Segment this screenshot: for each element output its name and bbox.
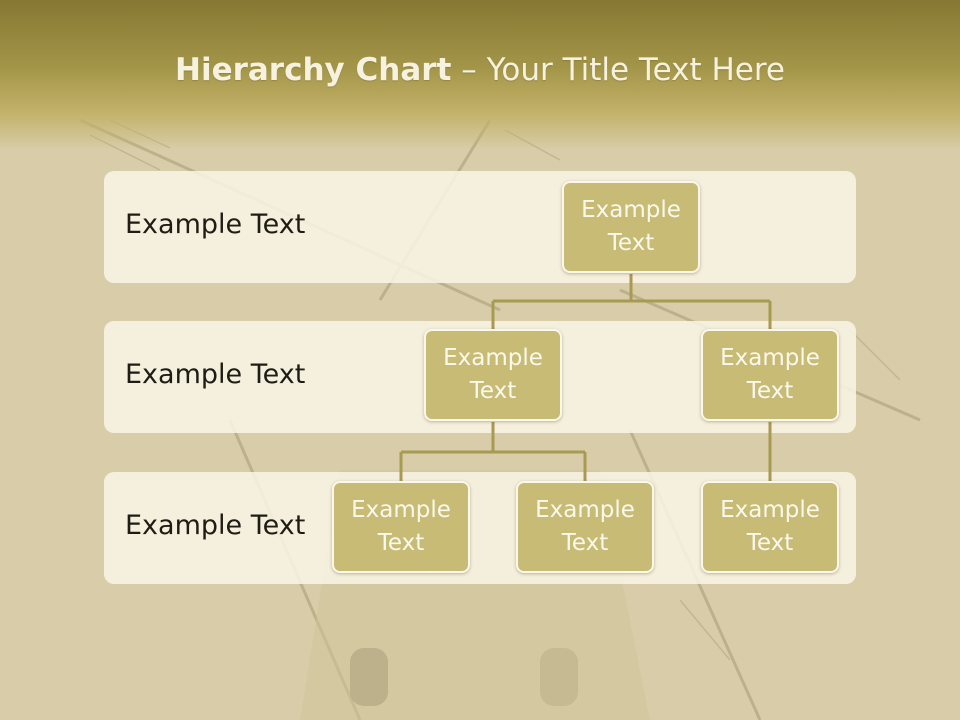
level-label-2[interactable]: Example Text	[125, 359, 306, 390]
header-bar	[0, 0, 960, 150]
node-level3-3[interactable]: Example Text	[701, 481, 839, 573]
level-band-1: Example Text	[104, 171, 856, 283]
slide-title: Hierarchy Chart – Your Title Text Here	[0, 52, 960, 88]
level-label-1[interactable]: Example Text	[125, 209, 306, 240]
node-level2-left[interactable]: Example Text	[424, 329, 562, 421]
node-root[interactable]: Example Text	[562, 181, 700, 273]
title-bold: Hierarchy Chart	[175, 52, 452, 88]
title-rest: – Your Title Text Here	[451, 52, 785, 88]
node-level3-2[interactable]: Example Text	[516, 481, 654, 573]
level-label-3[interactable]: Example Text	[125, 510, 306, 541]
node-level3-1[interactable]: Example Text	[332, 481, 470, 573]
node-level2-right[interactable]: Example Text	[701, 329, 839, 421]
